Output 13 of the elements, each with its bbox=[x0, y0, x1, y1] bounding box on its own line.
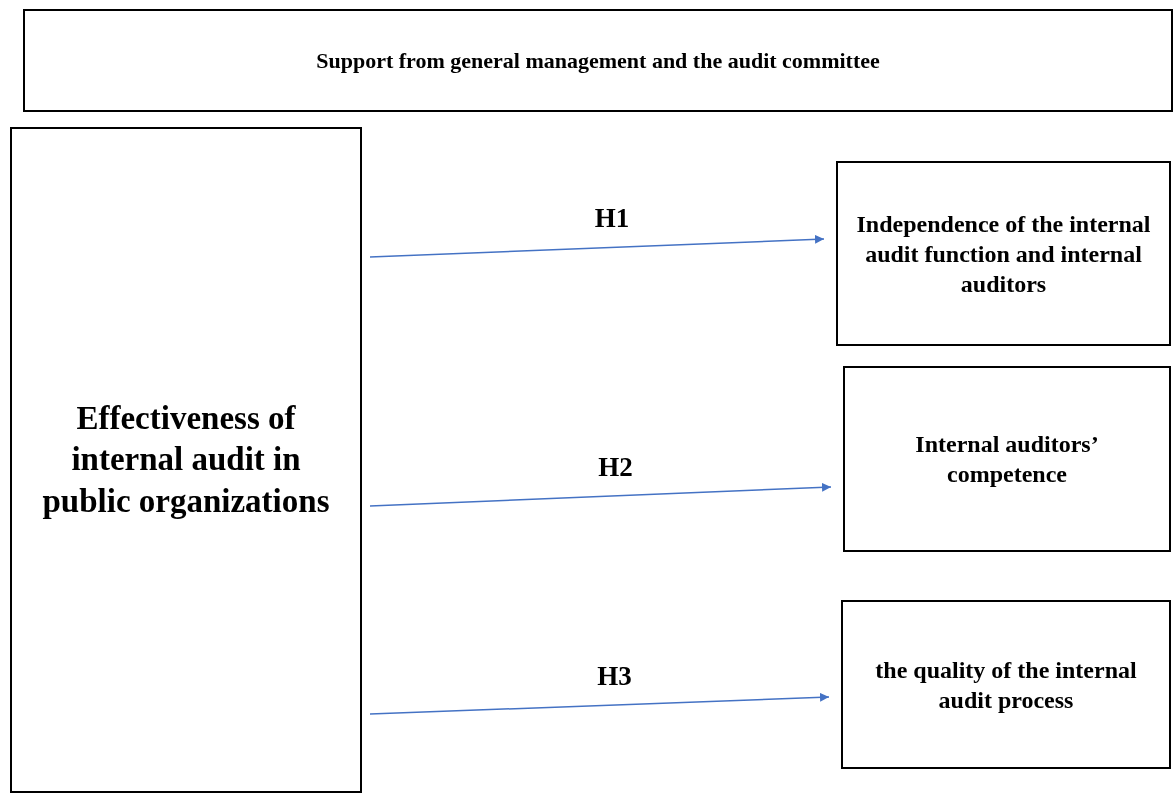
arrow bbox=[369, 482, 832, 507]
main-concept-box bbox=[10, 127, 362, 793]
node-text: Internal auditors’ competence bbox=[914, 430, 1100, 489]
node-text: the quality of the internal audit process bbox=[874, 655, 1138, 715]
node-text: Independence of the internal audit function and internal auditors bbox=[855, 209, 1152, 299]
factor-box bbox=[843, 366, 1171, 552]
arrow bbox=[369, 692, 830, 715]
node-text: Support from general management and the audit committee bbox=[316, 46, 880, 75]
factor-box bbox=[836, 161, 1171, 346]
arrow bbox=[369, 234, 825, 258]
banner-box bbox=[23, 9, 1173, 112]
factor-box bbox=[841, 600, 1171, 769]
concept-title: Effectiveness of internal audit in public organizations bbox=[41, 399, 331, 521]
